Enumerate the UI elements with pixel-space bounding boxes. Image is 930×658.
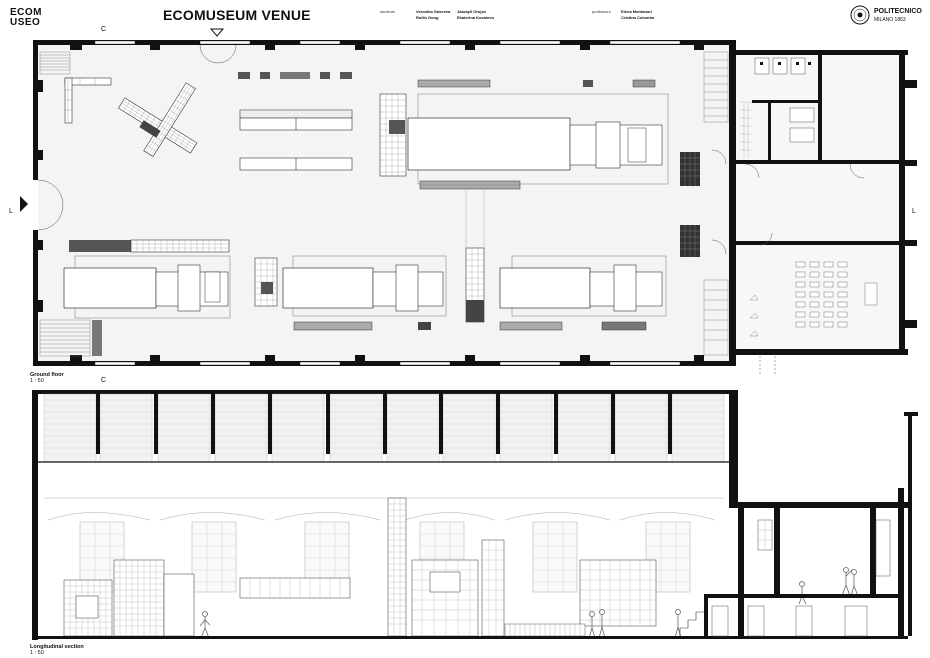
staircase-northwest [39,51,71,75]
section-scale: 1 : 50 [30,650,44,656]
staircase-east [703,51,729,356]
cut-marker-right-label: L [912,208,916,215]
long-display-southwest [69,239,230,253]
ground-floor-plan [20,40,917,376]
politecnico-seal-icon [850,5,870,25]
professor-name: Cristina Colombo [621,14,655,20]
annex-section [704,412,918,637]
central-corridor [465,190,485,323]
cut-marker-icon [20,196,28,212]
north-wall [33,40,736,45]
auditorium-seating [795,261,878,328]
section-title: Longitudinal section [30,644,84,650]
entrance-marker-icon [209,28,225,37]
grid-installation-rotated [118,82,198,157]
vent-grates-east [680,152,700,257]
ecomuseo-logo: ECOM USEO [10,7,42,28]
service-annex [736,50,917,355]
institution-sub: MILANO 1863 [874,17,906,23]
professors-list: Elena Montanari Cristina Colombo [621,9,654,20]
east-wall [729,40,736,366]
ground-floor-title: Ground floor [30,372,64,378]
student-name: Ruilin Dong [416,14,439,20]
institution-name: POLITECNICO [874,8,922,15]
arched-windows [47,512,716,521]
longitudinal-section [32,390,918,640]
section-marker-section: C [101,377,107,384]
cut-marker-left-label: L [9,208,13,215]
machinery-block-south-center [254,255,447,331]
student-name: Ekaterina Kovaleva [457,14,494,20]
students-column-2: Jabrayil Orujov Ekaterina Kovaleva [457,9,494,20]
staircase-southwest [39,319,91,357]
student-name: Veronika Gaseeva [416,9,451,14]
l-shaped-display-northwest [64,77,112,124]
professors-label: professors [592,9,611,14]
student-name: Jabrayil Orujov [457,9,487,14]
machinery-block-southeast [499,255,667,331]
professor-name: Elena Montanari [621,9,652,14]
west-entrance [33,180,38,230]
section-marker-plan-top: C [101,26,107,33]
section-grid-installations [63,497,657,637]
students-label: students [380,9,396,14]
page-title: ECOMUSEUM VENUE [163,7,311,23]
south-wall [33,361,736,366]
ground-floor-scale: 1 : 50 [30,378,44,384]
section-caption: Longitudinal section 1 : 50 [30,644,84,656]
ground-floor-caption: Ground floor 1 : 50 [30,372,64,384]
politecnico-logo: POLITECNICO MILANO 1863 [874,8,922,24]
machinery-block-southwest [63,255,231,356]
students-column-1: Veronika Gaseeva Ruilin Dong [416,9,450,20]
small-pedestals-north [238,72,352,79]
skylight-bays [43,393,725,463]
machinery-block-northeast [379,79,669,190]
